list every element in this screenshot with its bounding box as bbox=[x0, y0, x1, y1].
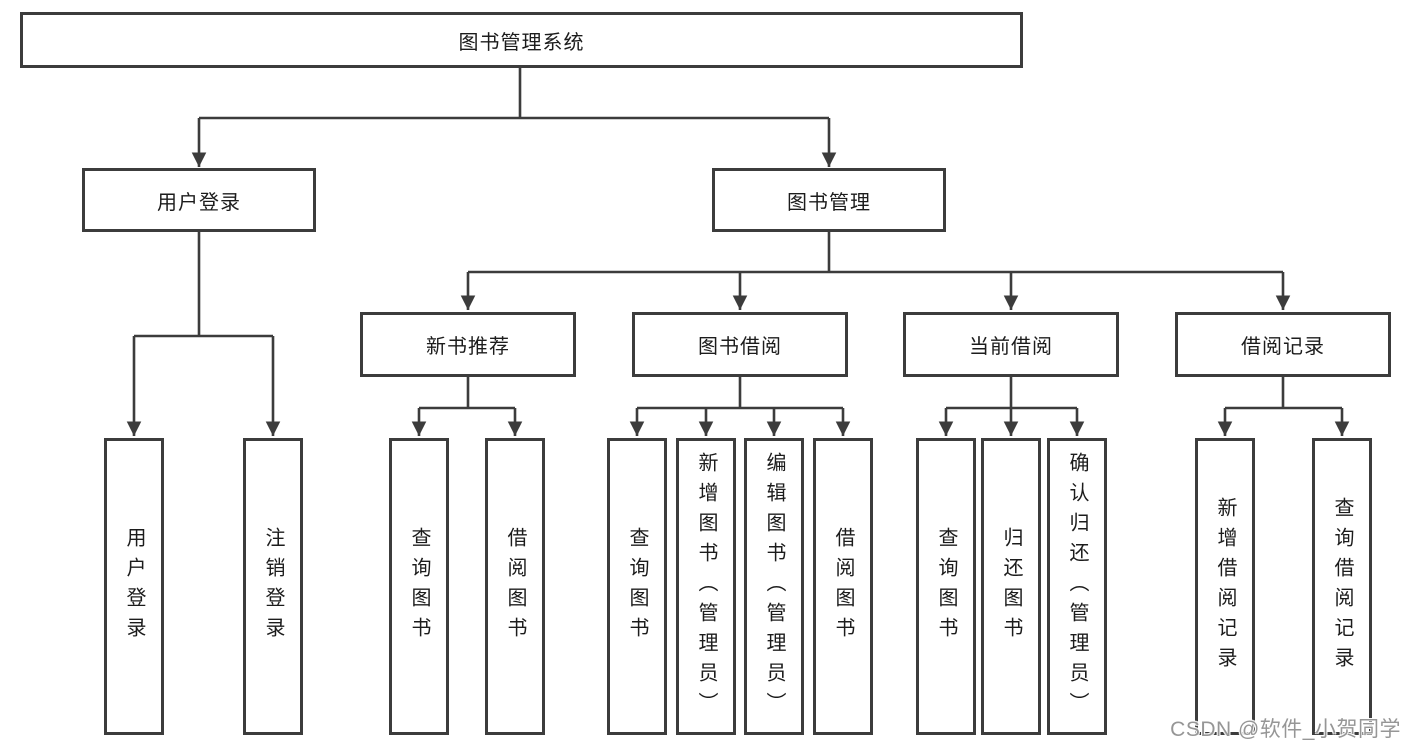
leaf-label: 查询图书 bbox=[626, 526, 648, 647]
node-label: 当前借阅 bbox=[969, 336, 1053, 358]
leaf-add-book-admin: 新增图书（管理员） bbox=[676, 438, 736, 735]
node-user-login: 用户登录 bbox=[82, 168, 316, 232]
connector-current-borrow-children bbox=[938, 377, 1085, 436]
leaf-label: 归还图书 bbox=[1000, 526, 1022, 647]
node-borrow-records: 借阅记录 bbox=[1175, 312, 1391, 377]
csdn-watermark: CSDN @软件_小贺同学 bbox=[1170, 718, 1401, 741]
node-label: 借阅记录 bbox=[1241, 336, 1325, 358]
connector-user-login-children bbox=[126, 232, 281, 436]
leaf-query-borrow-record: 查询借阅记录 bbox=[1312, 438, 1372, 735]
leaf-label: 查询图书 bbox=[408, 526, 430, 647]
leaf-label: 借阅图书 bbox=[832, 526, 854, 647]
leaf-confirm-return-admin: 确认归还（管理员） bbox=[1047, 438, 1107, 735]
leaf-label: 确认归还（管理员） bbox=[1066, 451, 1088, 722]
leaf-label: 新增借阅记录 bbox=[1214, 496, 1236, 677]
node-label: 图书借阅 bbox=[698, 336, 782, 358]
leaf-label: 新增图书（管理员） bbox=[695, 451, 717, 722]
leaf-label: 编辑图书（管理员） bbox=[763, 451, 785, 722]
node-book-management: 图书管理 bbox=[712, 168, 946, 232]
leaf-logout: 注销登录 bbox=[243, 438, 303, 735]
connector-root-to-level2 bbox=[191, 68, 837, 167]
leaf-return-book: 归还图书 bbox=[981, 438, 1041, 735]
node-book-borrow: 图书借阅 bbox=[632, 312, 848, 377]
connector-book-management-children bbox=[460, 232, 1291, 310]
leaf-query-books-borrow: 查询图书 bbox=[607, 438, 667, 735]
leaf-label: 注销登录 bbox=[262, 526, 284, 647]
node-current-borrow: 当前借阅 bbox=[903, 312, 1119, 377]
node-new-book-recommend: 新书推荐 bbox=[360, 312, 576, 377]
leaf-label: 查询借阅记录 bbox=[1331, 496, 1353, 677]
leaf-borrow-books-recommend: 借阅图书 bbox=[485, 438, 545, 735]
connector-book-borrow-children bbox=[629, 377, 851, 436]
leaf-borrow-books: 借阅图书 bbox=[813, 438, 873, 735]
node-label: 新书推荐 bbox=[426, 336, 510, 358]
node-label: 图书管理 bbox=[787, 191, 871, 214]
leaf-label: 借阅图书 bbox=[504, 526, 526, 647]
leaf-add-borrow-record: 新增借阅记录 bbox=[1195, 438, 1255, 735]
leaf-query-books-current: 查询图书 bbox=[916, 438, 976, 735]
node-root-library-system: 图书管理系统 bbox=[20, 12, 1023, 68]
leaf-query-books-recommend: 查询图书 bbox=[389, 438, 449, 735]
connector-borrow-records-children bbox=[1217, 377, 1350, 436]
leaf-user-login: 用户登录 bbox=[104, 438, 164, 735]
connector-new-book-recommend-children bbox=[411, 377, 523, 436]
leaf-label: 用户登录 bbox=[123, 526, 145, 647]
leaf-label: 查询图书 bbox=[935, 526, 957, 647]
leaf-edit-book-admin: 编辑图书（管理员） bbox=[744, 438, 804, 735]
node-label: 用户登录 bbox=[157, 191, 241, 214]
node-label: 图书管理系统 bbox=[458, 31, 585, 54]
